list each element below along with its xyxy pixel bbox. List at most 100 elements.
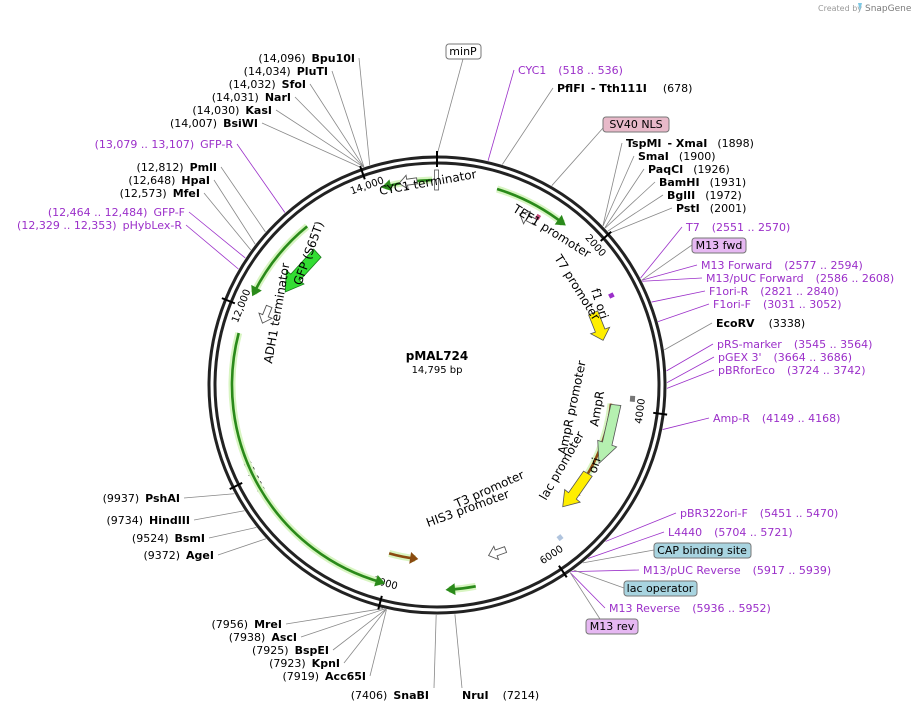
feature-arrowhead <box>445 583 456 596</box>
primer-leader <box>651 290 706 303</box>
ori-arrow <box>562 470 593 508</box>
tick-mark <box>221 297 236 305</box>
site-label: (14,007)BsiWI <box>170 117 258 130</box>
credit-brand: SnapGene <box>865 4 912 14</box>
primer-label: (12,464 .. 12,484)GFP-F <box>48 206 185 219</box>
primer-label: T7(2551 .. 2570) <box>685 221 790 234</box>
m13-rev-box <box>585 618 639 635</box>
site-leader <box>369 609 387 677</box>
box-leader <box>436 58 464 156</box>
site-leader <box>261 122 362 169</box>
f1-ori-arrow <box>588 310 611 341</box>
primers-right: CYC1(518 .. 536) T7(2551 .. 2570) M13 Fo… <box>518 64 894 615</box>
sites-bottom: (7406)SnaBI NruI(7214) <box>351 689 539 702</box>
plasmid-length: 14,795 bp <box>412 365 463 376</box>
primer-label: pBRforEco(3724 .. 3742) <box>718 364 866 377</box>
site-leader <box>607 194 664 232</box>
site-leader <box>220 166 266 233</box>
primer-leader <box>587 531 665 559</box>
site-leader <box>602 155 635 227</box>
boxed-labels: minP SV40 NLS M13 fwd CAP binding site l… <box>445 43 752 635</box>
sv40-nls-box-label: SV40 NLS <box>609 118 662 131</box>
primer-leader <box>642 277 703 282</box>
site-leader <box>454 614 463 689</box>
tef1-promoter-arrow <box>519 210 538 226</box>
primer-leader <box>487 69 515 161</box>
site-label: (9734)HindIII <box>106 514 190 527</box>
box-leader <box>573 569 625 589</box>
site-label: (12,573)MfeI <box>120 187 200 200</box>
primer-label: pRS-marker(3545 .. 3564) <box>717 338 872 351</box>
site-leader <box>217 538 267 556</box>
primer-label: M13/pUC Reverse(5917 .. 5939) <box>643 564 831 577</box>
site-leader <box>208 527 257 539</box>
primer-leader <box>666 369 715 389</box>
site-label: (7919)Acc65I <box>282 670 366 683</box>
snapgene-logo-icon <box>858 3 862 11</box>
backbone-inner <box>213 161 661 609</box>
primer-label: M13 Forward(2577 .. 2594) <box>701 259 863 272</box>
site-leader <box>309 83 365 168</box>
primer-leader <box>605 512 677 542</box>
ampr-arrow <box>597 403 622 465</box>
tick-label: 6000 <box>538 544 565 567</box>
m13-rev-box-label: M13 rev <box>590 620 635 633</box>
primer-label: pBR322ori-F(5451 .. 5470) <box>680 507 838 520</box>
feature-arrowhead <box>409 552 419 564</box>
feature-arrowhead <box>381 179 393 192</box>
features <box>228 169 636 596</box>
plasmid-name: pMAL724 <box>406 349 469 363</box>
primer-leader <box>188 211 246 259</box>
site-leader <box>602 142 623 226</box>
primer-label: CYC1(518 .. 536) <box>518 64 623 77</box>
site-label: SmaI(1900) <box>638 150 715 163</box>
primer-label: L4440(5704 .. 5721) <box>668 526 793 539</box>
site-label: NruI(7214) <box>462 689 539 702</box>
leader-lines <box>183 57 715 689</box>
site-leader <box>331 70 365 168</box>
site-leader <box>358 57 371 166</box>
primer-leader <box>641 264 698 281</box>
cap-binding-box <box>653 542 752 559</box>
label-ampr: AmpR <box>587 390 607 428</box>
tick-label: 4000 <box>634 398 648 425</box>
sv40-chip <box>534 213 542 221</box>
t7-chip <box>608 292 615 299</box>
feature-arrowhead <box>374 574 386 587</box>
minp-box <box>445 43 482 60</box>
primer-leader <box>662 417 710 430</box>
site-label: BglII(1972) <box>667 189 742 202</box>
site-label: TspMI- XmaI(1898) <box>626 137 754 150</box>
tick-mark <box>359 165 366 180</box>
tick-mark <box>377 595 383 610</box>
adh1-terminator-arrow <box>258 304 274 324</box>
tick-mark <box>653 411 668 416</box>
site-label: (12,812)PmlI <box>137 161 217 174</box>
primer-leader <box>657 303 710 322</box>
site-leader <box>609 207 673 234</box>
primer-label: F1ori-F(3031 .. 3052) <box>713 298 842 311</box>
cap-binding-box-label: CAP binding site <box>657 544 747 557</box>
primer-label: Amp-R(4149 .. 4168) <box>713 412 840 425</box>
lac-operator-box-label: lac operator <box>627 582 694 595</box>
site-leader <box>664 322 713 351</box>
primer-label: M13/pUC Forward(2586 .. 2608) <box>706 272 894 285</box>
box-leader <box>551 127 604 186</box>
site-leader <box>343 609 387 664</box>
site-label: (14,030)KasI <box>192 104 272 117</box>
site-label: (7956)MreI <box>211 618 282 631</box>
primer-leader <box>569 572 606 609</box>
primer-leader <box>666 343 714 372</box>
site-label: (9524)BsmI <box>132 532 205 545</box>
box-leader <box>641 244 693 281</box>
site-label: (9372)AgeI <box>143 549 214 562</box>
backbone-outer <box>207 155 667 615</box>
site-label: PaqCI(1926) <box>648 163 730 176</box>
tick-mark <box>229 481 243 491</box>
primer-label: F1ori-R(2821 .. 2840) <box>709 285 839 298</box>
site-label: EcoRV(3338) <box>716 317 805 330</box>
primer-label: (12,329 .. 12,353)pHybLex-R <box>17 219 182 232</box>
tick-mark <box>600 231 612 242</box>
site-label: (7938)AscI <box>229 631 297 644</box>
